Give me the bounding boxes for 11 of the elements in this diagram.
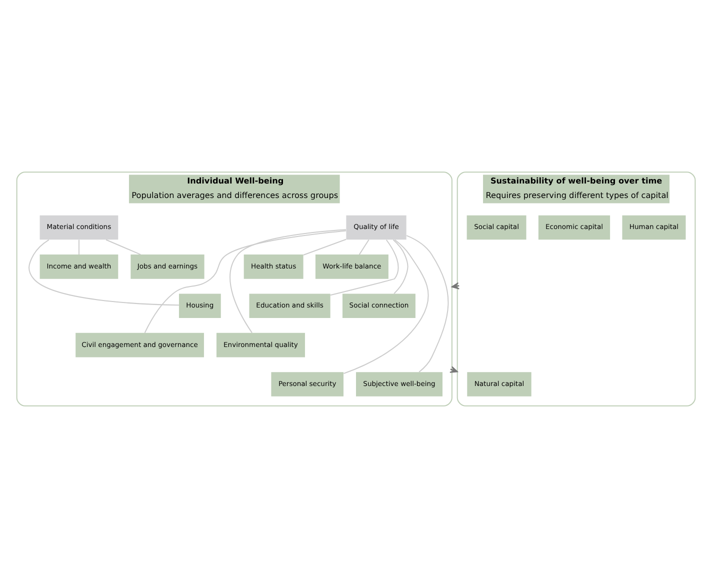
connector	[392, 239, 408, 294]
connector	[230, 229, 346, 334]
connector	[78, 240, 80, 255]
connector	[28, 239, 179, 306]
connector	[106, 239, 141, 255]
connector	[406, 235, 449, 372]
connector	[144, 230, 346, 334]
connector	[358, 239, 370, 255]
connector	[303, 238, 346, 256]
connector	[330, 240, 399, 296]
connector	[344, 239, 429, 374]
